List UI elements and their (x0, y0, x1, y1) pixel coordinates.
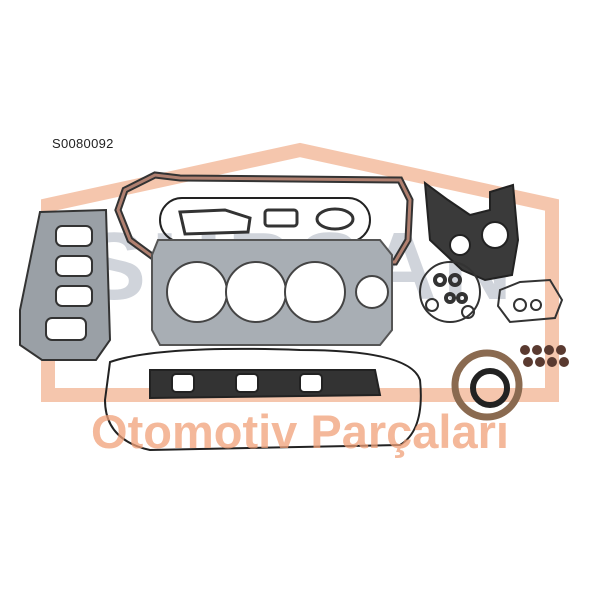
manifold-gasket-left (19, 208, 112, 361)
small-gaskets (178, 207, 355, 236)
oil-pan-gasket (114, 171, 414, 266)
crankshaft-seals (451, 349, 523, 421)
exhaust-manifold-gasket (149, 369, 382, 400)
watermark-tagline: Otomotiv Parçaları (91, 405, 509, 458)
rear-cover-gasket (103, 347, 422, 452)
o-ring-set (419, 261, 564, 324)
head-gasket (151, 239, 393, 346)
product-code: S0080092 (52, 136, 114, 151)
valve-stem-seals (520, 345, 569, 367)
timing-cover-gasket (423, 180, 520, 282)
